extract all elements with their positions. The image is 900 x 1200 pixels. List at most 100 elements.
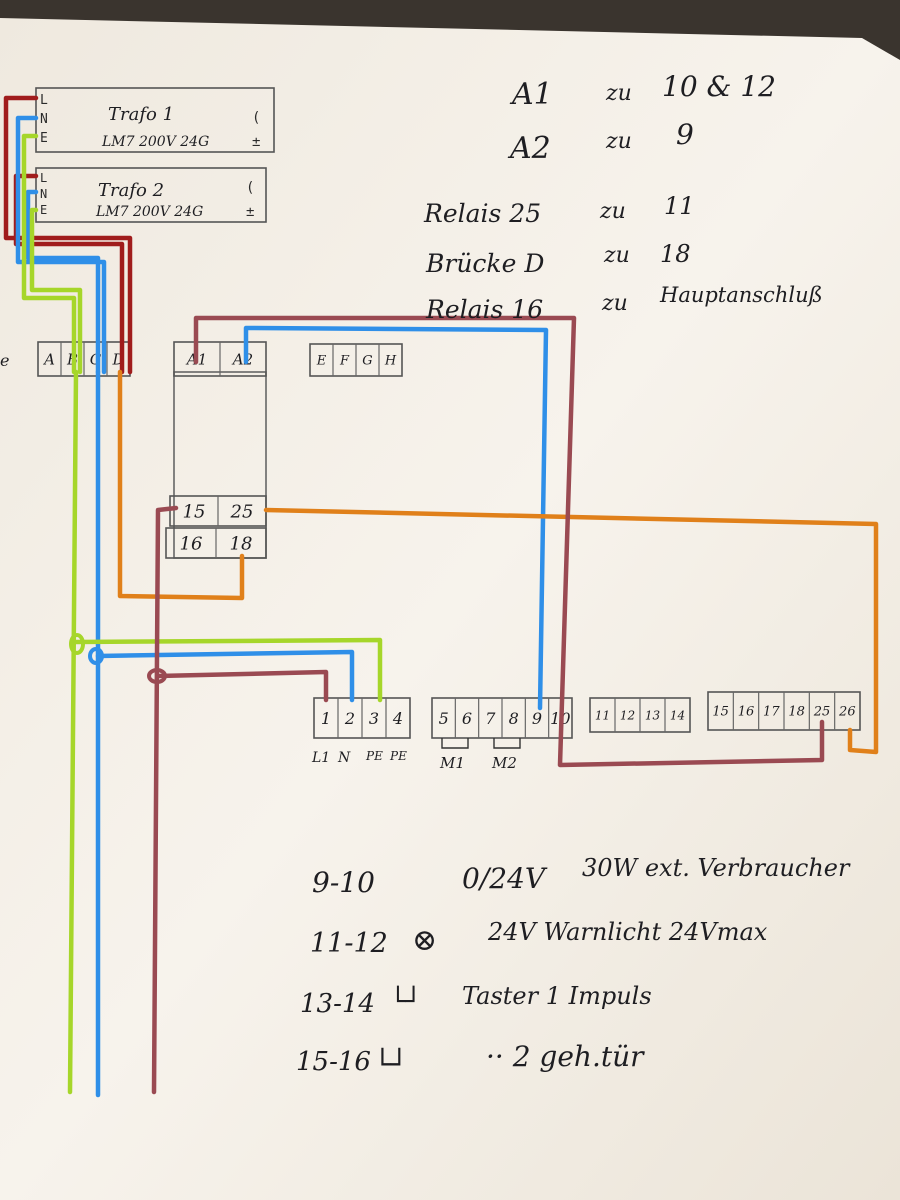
terminal-label-18: 18 [788,705,805,720]
note-top-4-b: zu [603,243,630,268]
terminal-label-g: G [362,354,372,369]
trafo-1-out-b: ± [252,134,260,150]
terminal-label-6: 6 [462,709,472,728]
note-top-2-a: A2 [507,131,551,166]
sub-label-m2: M2 [491,754,517,772]
trafo-2-out-b: ± [246,204,254,220]
trafo-2-box [35,167,267,223]
trafo-2: L N E Trafo 2 LM7 200V 24G ( ± [35,167,267,223]
note-top-3-c: 11 [664,192,695,220]
trafo-2-pin-l: L [40,171,47,185]
wire-blue-trafo1-n [15,115,107,375]
note-top-4-c: 18 [660,240,691,268]
note-top-3-b: zu [599,199,626,224]
note-top-2-c: 9 [676,118,694,151]
terminal-label-f: F [339,354,350,369]
terminal-sub-labels: L1 N PE PE M1 M2 [311,738,521,772]
wire-red-trafo1-l [3,95,133,375]
wire-green-trafo1-e [21,133,77,375]
terminal-label-4: 4 [392,709,403,728]
note-top-4-a: Brücke D [425,249,544,278]
terminal-label-18: 18 [230,533,253,554]
trafo-1-out-a: ( [252,110,260,126]
terminal-label-25: 25 [813,705,831,720]
trafo-2-out-a: ( [246,180,254,196]
wire-brown-a1-to-10-25 [193,315,825,768]
note-bottom-4-a: 15-16 [296,1047,371,1077]
trafo-2-pin-e: E [40,203,47,217]
note-top-1-c: 10 & 12 [662,70,776,103]
terminal-label-11: 11 [595,708,610,722]
wire-green-to-terminal-3 [73,637,383,703]
terminal-label-1: 1 [321,709,331,728]
trafo-1-name: Trafo 1 [108,104,174,125]
note-bottom-2-a: 11-12 [310,928,388,959]
note-bottom-3-a: 13-14 [300,989,375,1019]
note-bottom-1-a: 9-10 [312,866,375,899]
note-bottom-1-b: 0/24V [462,862,548,895]
terminal-label-15: 15 [183,501,206,522]
note-top-5-a: Relais 16 [425,295,543,324]
terminal-label-8: 8 [509,709,519,728]
terminal-label-15: 15 [712,705,729,720]
trafo-1-pin-l: L [40,93,48,108]
trafo-1-pin-n: N [40,112,48,127]
note-top-2-b: zu [605,129,632,154]
terminal-label-25: 25 [230,501,254,522]
terminal-label-7: 7 [485,709,496,728]
motor-1-bracket [441,738,469,749]
wire-orange-d-to-18 [117,369,245,601]
trafo-2-spec: LM7 200V 24G [95,204,203,220]
terminal-label-17: 17 [763,705,780,720]
terminal-label-16: 16 [738,705,755,720]
note-top-5-b: zu [601,291,628,316]
trafo-2-pin-n: N [40,187,47,201]
note-top-1-b: zu [605,81,632,106]
sub-label-pe-2: PE [389,749,407,763]
sub-label-n: N [337,750,351,766]
notes-top: A1 zu 10 & 12 A2 zu 9 Relais 25 zu 11 Br… [423,70,823,324]
note-top-5-c: Hauptanschluß [659,283,823,307]
trafo-2-name: Trafo 2 [98,180,164,201]
sub-label-pe-1: PE [365,749,383,763]
terminal-label-16: 16 [180,533,203,554]
left-edge-mark: e [0,351,9,370]
terminal-label-14: 14 [670,708,685,722]
note-bottom-4-c: ·· 2 geh.tür [486,1040,645,1073]
motor-2-bracket [493,738,521,749]
sub-label-l1: L1 [311,750,330,766]
terminal-label-h: H [384,354,397,369]
terminal-label-5: 5 [439,709,449,728]
terminal-label-3: 3 [369,709,379,728]
trafo-1: L N E Trafo 1 LM7 200V 24G ( ± [35,87,275,153]
wire-brown-main-to-15 [151,505,179,1095]
terminal-label-13: 13 [645,708,661,722]
junction-pe [69,633,85,655]
note-top-3-a: Relais 25 [423,199,541,228]
terminal-label-2: 2 [344,709,355,728]
note-bottom-4-b: └┘ [374,1047,408,1081]
note-bottom-1-c: 30W ext. Verbraucher [582,854,851,882]
notes-bottom: 9-10 0/24V 30W ext. Verbraucher 11-12 ⊗ … [296,854,851,1081]
wire-blue-trafo2-n [25,189,101,375]
junction-l [147,668,167,684]
sub-label-m1: M1 [439,754,465,772]
wire-blue-to-terminal-2 [95,649,355,703]
wire-green-main-pe [67,369,79,1095]
note-bottom-3-c: Taster 1 Impuls [462,982,652,1010]
wire-green-trafo2-e [29,207,83,375]
trafo-1-pin-e: E [40,131,48,146]
wire-orange-25-to-26 [263,507,879,755]
note-bottom-3-b: └┘ [390,985,421,1017]
terminal-label-a: A [42,350,55,368]
junction-n [88,647,104,665]
wire-brown-to-terminal-1 [155,669,329,703]
note-bottom-2-b: ⊗ [412,923,437,958]
